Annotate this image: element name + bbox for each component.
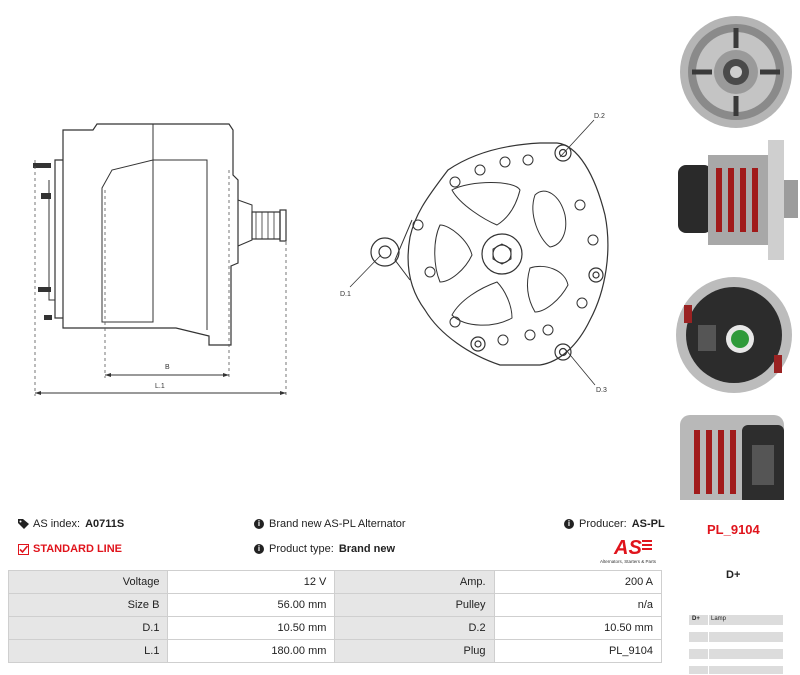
product-type-label: Product type:	[269, 543, 334, 555]
checkbox-checked-icon	[18, 544, 29, 555]
spec-value: 10.50 mm	[167, 616, 336, 640]
spec-label: Pulley	[334, 593, 495, 617]
product-type-value: Brand new	[338, 543, 396, 555]
spec-label: Size B	[7, 593, 169, 617]
info-icon: i	[254, 519, 264, 529]
product-type-row: i Product type: Brand new	[254, 543, 395, 555]
producer-value: AS-PL	[631, 518, 665, 530]
spec-value: 10.50 mm	[493, 616, 663, 640]
dim-b-label: B	[165, 364, 170, 371]
connector-title: D+	[726, 569, 741, 581]
logo-text: AS	[613, 537, 642, 559]
standard-line-row: STANDARD LINE	[18, 543, 122, 555]
table-row: Voltage 12 V Amp. 200 A	[7, 570, 663, 594]
table-row: D.1 10.50 mm D.2 10.50 mm	[7, 616, 663, 640]
spec-label: D.1	[7, 616, 169, 640]
product-photo-front	[680, 16, 792, 128]
terminal-row: D+ Lamp	[689, 615, 783, 625]
terminal-row	[689, 632, 783, 642]
dim-l1-label: L.1	[155, 383, 165, 390]
tag-icon	[18, 519, 29, 529]
info-icon: i	[254, 544, 264, 554]
product-code: PL_9104	[707, 522, 760, 537]
terminal-desc: Lamp	[711, 616, 727, 622]
spec-value: 200 A	[493, 570, 663, 594]
terminal-row	[689, 649, 783, 659]
as-index-row: AS index: A0711S	[18, 518, 124, 530]
spec-label: Plug	[334, 639, 495, 663]
spec-value: PL_9104	[493, 639, 663, 663]
spec-value: 12 V	[167, 570, 336, 594]
logo-tagline: Alternators, Starters & Parts	[600, 559, 657, 564]
dim-d3-label: D.3	[596, 387, 607, 394]
producer-row: i Producer: AS-PL	[564, 518, 665, 530]
as-index-value: A0711S	[85, 518, 125, 530]
spec-label: D.2	[334, 616, 495, 640]
info-icon: i	[564, 519, 574, 529]
spec-value: 180.00 mm	[167, 639, 336, 663]
terminal-row	[689, 666, 783, 674]
product-photo-side	[678, 140, 798, 260]
spec-label: Amp.	[334, 570, 495, 594]
dim-d1-label: D.1	[340, 291, 351, 298]
as-index-label: AS index:	[33, 518, 81, 530]
terminal-key: D+	[692, 616, 700, 622]
brand-text: Brand new AS-PL Alternator	[269, 518, 406, 530]
producer-label: Producer:	[579, 518, 627, 530]
as-logo: AS Alternators, Starters & Parts	[600, 536, 662, 566]
table-row: L.1 180.00 mm Plug PL_9104	[7, 639, 663, 663]
spec-label: L.1	[7, 639, 169, 663]
product-photo-rear	[676, 277, 792, 393]
product-photo-angled	[680, 415, 784, 500]
dim-d2-label: D.2	[594, 113, 605, 120]
standard-line-label: STANDARD LINE	[33, 543, 123, 555]
spec-value: 56.00 mm	[167, 593, 336, 617]
spec-label: Voltage	[7, 570, 169, 594]
spec-table: Voltage 12 V Amp. 200 A Size B 56.00 mm …	[7, 570, 663, 663]
side-view-drawing: B L.1 D.2 D.1	[33, 113, 609, 396]
table-row: Size B 56.00 mm Pulley n/a	[7, 593, 663, 617]
brand-row: i Brand new AS-PL Alternator	[254, 518, 406, 530]
spec-value: n/a	[493, 593, 663, 617]
front-view-drawing	[370, 142, 609, 366]
product-photos	[676, 16, 798, 500]
